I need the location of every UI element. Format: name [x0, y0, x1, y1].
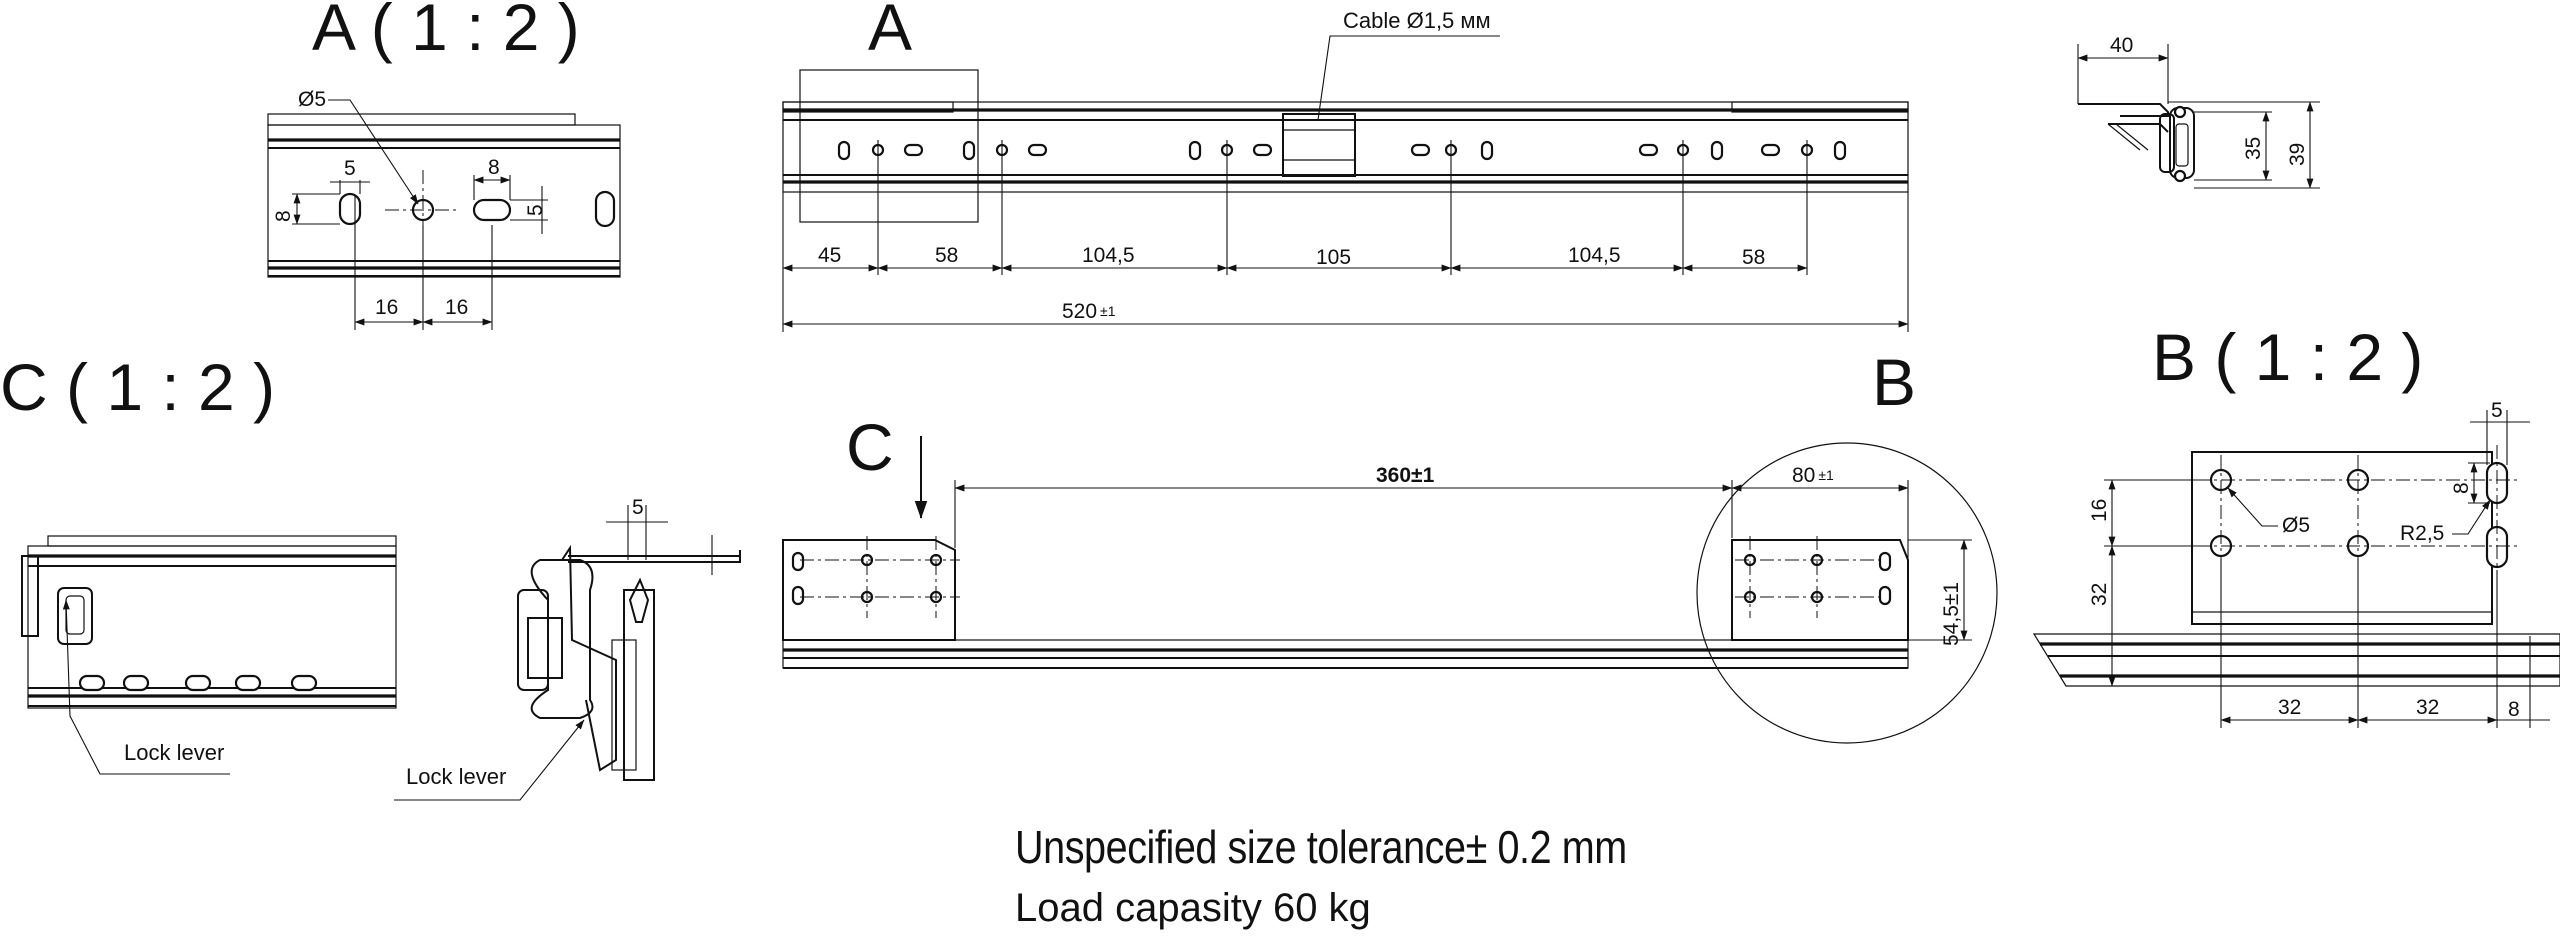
detail-b-title: B ( 1 : 2 ) — [2152, 320, 2423, 394]
main-rail-view: A Cable Ø1,5 мм — [782, 0, 1909, 332]
dim-bracket-width: 80 — [1792, 464, 1815, 487]
detail-c-title: C ( 1 : 2 ) — [0, 350, 275, 424]
bracket-rail-body — [782, 639, 1909, 669]
dim-profile-height-outer: 39 — [2286, 143, 2309, 166]
dim-b-h32b: 32 — [2416, 696, 2439, 719]
dim-a-pitch-left: 16 — [375, 296, 398, 319]
bracket-rail-view: C 360±1 80 — [782, 345, 1998, 744]
marker-a: A — [868, 0, 912, 64]
dim-b-h32a: 32 — [2278, 696, 2301, 719]
lock-lever-c — [57, 587, 93, 645]
dim-profile-height-inner: 35 — [2242, 137, 2265, 160]
dim-a-slot-w-left: 5 — [344, 157, 356, 180]
lock-lever-plate — [623, 589, 655, 781]
dim-overall-tolerance: ±1 — [1100, 303, 1116, 319]
rail-holes — [837, 140, 1847, 161]
dim-a-pitch-right: 16 — [445, 296, 468, 319]
dim-bracket-height: 54,5±1 — [1940, 582, 1963, 646]
detail-a-view: A ( 1 : 2 ) 16 16 8 5 8 — [267, 0, 621, 330]
load-capacity-note: Load capasity 60 kg — [1015, 886, 1371, 930]
detail-a-end-slot — [594, 190, 616, 228]
marker-b: B — [1872, 345, 1916, 419]
dim-bracket-spacing: 360±1 — [1376, 464, 1435, 487]
profile-view: 40 35 39 — [2077, 34, 2320, 189]
dim-spacing-1: 45 — [818, 244, 841, 267]
dim-spacing-3: 104,5 — [1082, 244, 1135, 267]
label-cable: Cable Ø1,5 мм — [1343, 8, 1491, 33]
detail-b-rail — [2032, 633, 2560, 687]
detail-b-callout-circle — [1696, 442, 1998, 744]
dim-spacing-2: 58 — [935, 244, 958, 267]
label-lock-lever-2: Lock lever — [406, 764, 506, 789]
dim-a-slot-h-right: 5 — [524, 204, 547, 216]
svg-text:80±1: 80±1 — [1792, 464, 1834, 487]
dim-b-v32: 32 — [2088, 583, 2111, 606]
dim-b-h8: 8 — [2508, 698, 2520, 721]
dim-b-v16: 16 — [2088, 499, 2111, 522]
dim-profile-width: 40 — [2110, 34, 2133, 57]
dim-a-slot-w-right: 8 — [488, 156, 500, 179]
detail-c-rail-body — [27, 545, 397, 709]
detail-a-slot-right — [472, 198, 512, 222]
detail-b-bracket — [2191, 451, 2493, 625]
label-a-hole-dia: Ø5 — [298, 88, 326, 111]
bracket-holes — [791, 536, 1892, 618]
lock-lever-section-view: 5 Lock lever — [394, 496, 741, 801]
dim-lever-offset: 5 — [632, 496, 644, 519]
cable-clip — [1282, 113, 1356, 177]
bracket-left — [782, 539, 956, 641]
dim-a-slot-h-left: 8 — [272, 210, 295, 222]
svg-text:520±1: 520±1 — [1062, 300, 1116, 323]
dim-b-slot: 8 — [2450, 482, 2473, 494]
dim-b-top: 5 — [2491, 399, 2503, 422]
label-b-hole-dia: Ø5 — [2282, 514, 2310, 537]
detail-a-slot-left — [338, 192, 362, 226]
detail-a-callout-box — [799, 69, 979, 223]
main-rail-body — [782, 101, 1909, 193]
dim-spacing-6: 58 — [1742, 246, 1765, 269]
dim-overall-length: 520 — [1062, 300, 1097, 323]
dim-bracket-width-tol: ±1 — [1818, 467, 1834, 483]
dim-spacing-5: 104,5 — [1568, 244, 1621, 267]
detail-c-view: C ( 1 : 2 ) Lock lever — [0, 350, 397, 775]
dim-spacing-4: 105 — [1316, 246, 1351, 269]
tolerance-note: Unspecified size tolerance± 0.2 mm — [1015, 821, 1627, 873]
detail-b-view: B ( 1 : 2 ) 16 32 32 32 — [2032, 320, 2560, 728]
detail-a-top-flange — [267, 113, 576, 126]
detail-a-title: A ( 1 : 2 ) — [312, 0, 580, 64]
rail-dimension-chain: 45 58 104,5 105 104,5 58 520±1 — [782, 140, 1909, 332]
marker-c: C — [846, 410, 894, 484]
label-lock-lever-1: Lock lever — [124, 740, 224, 765]
label-b-radius: R2,5 — [2400, 522, 2444, 545]
